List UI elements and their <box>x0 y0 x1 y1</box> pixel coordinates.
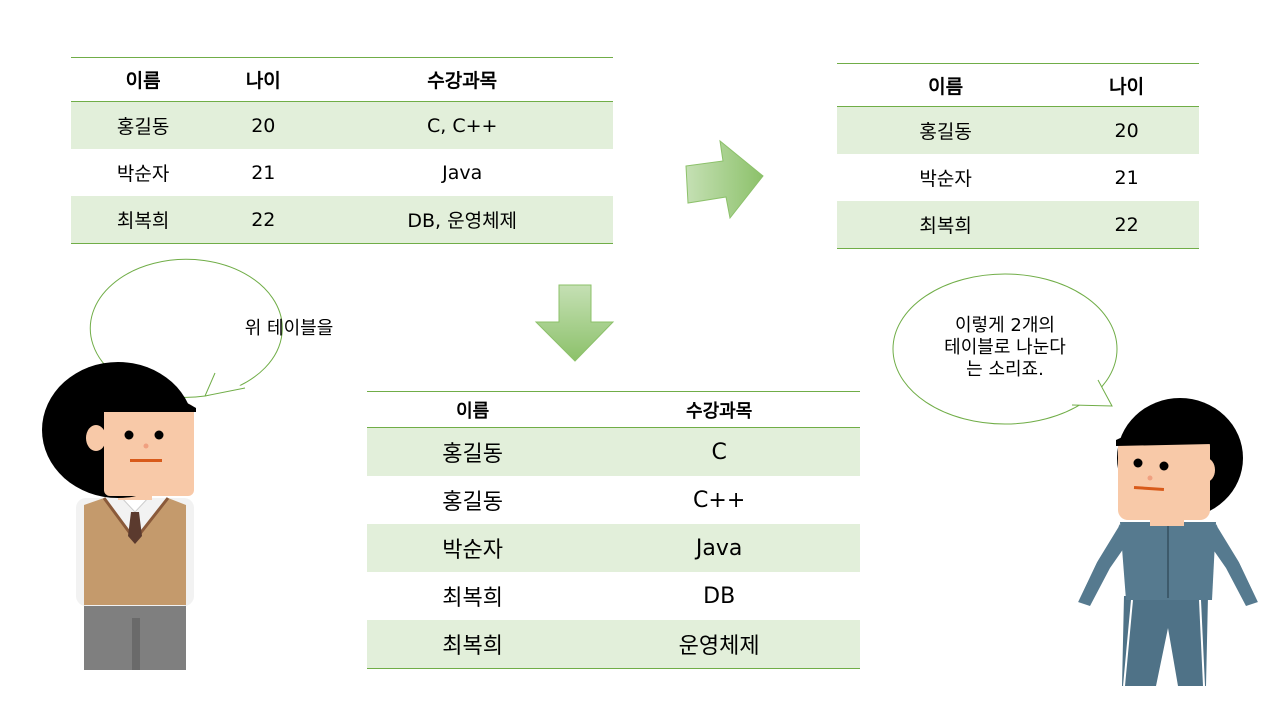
student-character-right <box>1076 398 1260 687</box>
speech-bubble-right <box>892 273 1118 425</box>
cell-age: 22 <box>215 196 312 244</box>
table-original: 이름 나이 수강과목 홍길동 20 C, C++ 박순자 21 Java 최복희… <box>71 57 613 244</box>
cell-course: C++ <box>578 476 860 524</box>
header-course: 수강과목 <box>578 391 860 428</box>
cell-course: C <box>578 427 860 476</box>
table-row: 박순자 Java <box>367 524 860 572</box>
cell-name: 박순자 <box>837 154 1055 201</box>
cell-age: 20 <box>215 101 312 149</box>
cell-name: 최복희 <box>71 196 216 244</box>
table-header-row: 이름 나이 <box>837 63 1199 107</box>
table-row: 최복희 운영체제 <box>367 620 860 669</box>
cell-name: 최복희 <box>367 572 579 620</box>
cell-age: 20 <box>1054 106 1199 154</box>
bubble-left-text: 위 테이블을 <box>214 318 364 340</box>
cell-course: DB <box>578 572 860 620</box>
cell-course: C, C++ <box>311 101 613 149</box>
header-name: 이름 <box>71 57 216 102</box>
table-row: 박순자 21 Java <box>71 149 613 196</box>
cell-name: 홍길동 <box>71 101 216 149</box>
header-course: 수강과목 <box>311 57 613 102</box>
table-row: 최복희 22 <box>837 201 1199 249</box>
table-row: 홍길동 C++ <box>367 476 860 524</box>
cell-course: DB, 운영체제 <box>311 196 613 244</box>
bubble-right-line-1: 이렇게 2개의 <box>955 315 1055 336</box>
cell-name: 홍길동 <box>367 476 579 524</box>
student-character-left <box>42 362 196 670</box>
table-row: 박순자 21 <box>837 154 1199 201</box>
arrow-down-icon <box>534 284 615 362</box>
bubble-right-text: 이렇게 2개의 테이블로 나눈다 는 소리죠. <box>925 315 1085 381</box>
header-age: 나이 <box>215 57 312 102</box>
table-header-row: 이름 나이 수강과목 <box>71 57 613 102</box>
table-person: 이름 나이 홍길동 20 박순자 21 최복희 22 <box>837 63 1199 249</box>
table-row: 홍길동 20 C, C++ <box>71 101 613 149</box>
cell-name: 박순자 <box>367 524 579 572</box>
header-name: 이름 <box>837 63 1055 107</box>
bubble-right-line-2: 테이블로 나눈다 <box>944 337 1066 358</box>
cell-age: 22 <box>1054 201 1199 249</box>
bubble-left-line: 위 테이블을 <box>244 318 334 339</box>
cell-name: 최복희 <box>837 201 1055 249</box>
arrow-right-icon <box>685 139 764 220</box>
cell-age: 21 <box>215 149 312 196</box>
cell-course: Java <box>311 149 613 196</box>
table-row: 홍길동 20 <box>837 106 1199 154</box>
table-course: 이름 수강과목 홍길동 C 홍길동 C++ 박순자 Java 최복희 DB 최복… <box>367 391 860 669</box>
cell-name: 홍길동 <box>837 106 1055 154</box>
cell-name: 박순자 <box>71 149 216 196</box>
table-row: 최복희 DB <box>367 572 860 620</box>
table-row: 홍길동 C <box>367 427 860 476</box>
cell-course: Java <box>578 524 860 572</box>
header-age: 나이 <box>1054 63 1199 107</box>
cell-name: 홍길동 <box>367 427 579 476</box>
bubble-right-line-3: 는 소리죠. <box>966 359 1044 380</box>
table-header-row: 이름 수강과목 <box>367 391 860 428</box>
header-name: 이름 <box>367 391 579 428</box>
cell-name: 최복희 <box>367 620 579 669</box>
table-row: 최복희 22 DB, 운영체제 <box>71 196 613 244</box>
cell-course: 운영체제 <box>578 620 860 669</box>
cell-age: 21 <box>1054 154 1199 201</box>
